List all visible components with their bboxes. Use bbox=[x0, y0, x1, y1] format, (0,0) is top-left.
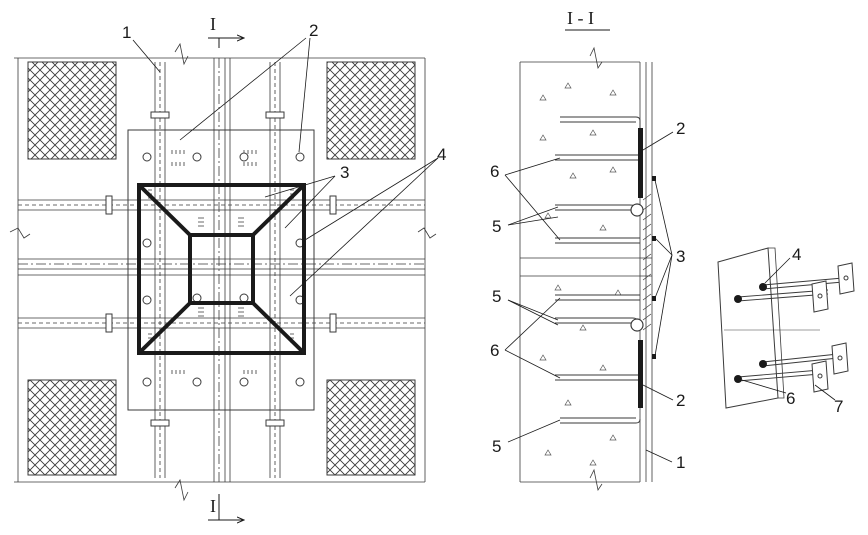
column-bottom-left bbox=[27, 379, 117, 476]
column-bottom-right bbox=[326, 379, 416, 476]
plan-label-2: 2 bbox=[309, 21, 318, 40]
iso-label-4: 4 bbox=[792, 245, 801, 264]
section-label-1: 1 bbox=[676, 453, 685, 472]
section-mark-top-text: I bbox=[210, 14, 216, 34]
plan-label-1: 1 bbox=[122, 23, 131, 42]
section-label-2-top: 2 bbox=[676, 119, 685, 138]
rebar-couplers bbox=[105, 111, 337, 427]
section-marker-top: I bbox=[208, 14, 244, 48]
section-label-5-mid: 5 bbox=[492, 287, 501, 306]
anchor-frame bbox=[137, 183, 306, 355]
section-label-5-bottom: 5 bbox=[492, 437, 501, 456]
isometric-detail: 4 6 7 bbox=[717, 245, 855, 416]
concrete-aggregate bbox=[539, 82, 622, 466]
section-marker-bottom: I bbox=[208, 494, 244, 520]
section-title: I - I bbox=[567, 8, 594, 28]
section-mark-bottom-text: I bbox=[210, 496, 216, 516]
column-top-left bbox=[27, 61, 117, 160]
horizontal-beams bbox=[18, 199, 425, 329]
iso-label-6: 6 bbox=[786, 389, 795, 408]
iso-plate bbox=[717, 247, 779, 409]
iso-end-plates bbox=[811, 262, 855, 393]
iso-stud-heads bbox=[734, 283, 767, 383]
iso-leaders bbox=[741, 257, 836, 401]
plan-view: I I 1 2 3 4 bbox=[9, 14, 446, 520]
section-view: I - I bbox=[490, 8, 685, 492]
steel-plate bbox=[127, 129, 315, 411]
anchor-bars bbox=[555, 116, 641, 424]
plan-label-4: 4 bbox=[437, 145, 446, 164]
section-label-5-top: 5 bbox=[492, 217, 501, 236]
bolt-holes bbox=[142, 152, 305, 387]
connecting-plate-hatch bbox=[642, 193, 652, 331]
rebar-section-bottom bbox=[630, 318, 644, 332]
section-label-6-top: 6 bbox=[490, 162, 499, 181]
column-top-right bbox=[326, 61, 416, 160]
section-label-6-mid: 6 bbox=[490, 341, 499, 360]
section-label-3: 3 bbox=[676, 247, 685, 266]
section-leaders bbox=[504, 131, 674, 463]
rebar-section-top bbox=[630, 203, 644, 217]
section-label-2-bottom: 2 bbox=[676, 391, 685, 410]
embedded-plates bbox=[638, 128, 656, 408]
plan-label-3: 3 bbox=[340, 163, 349, 182]
iso-label-7: 7 bbox=[834, 397, 843, 416]
vertical-beams bbox=[154, 58, 281, 482]
plan-leaders bbox=[132, 37, 439, 297]
